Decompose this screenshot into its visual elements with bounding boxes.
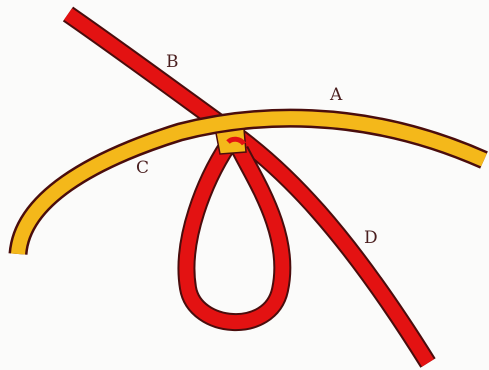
label-c: C <box>136 158 150 178</box>
label-a: A <box>330 85 343 105</box>
label-d: D <box>364 228 378 248</box>
crossing-point <box>215 128 247 155</box>
yellow-rope <box>8 108 488 256</box>
red-rope-strand-bd <box>62 6 436 368</box>
label-b: B <box>166 52 179 72</box>
red-rope-loop <box>177 140 292 332</box>
